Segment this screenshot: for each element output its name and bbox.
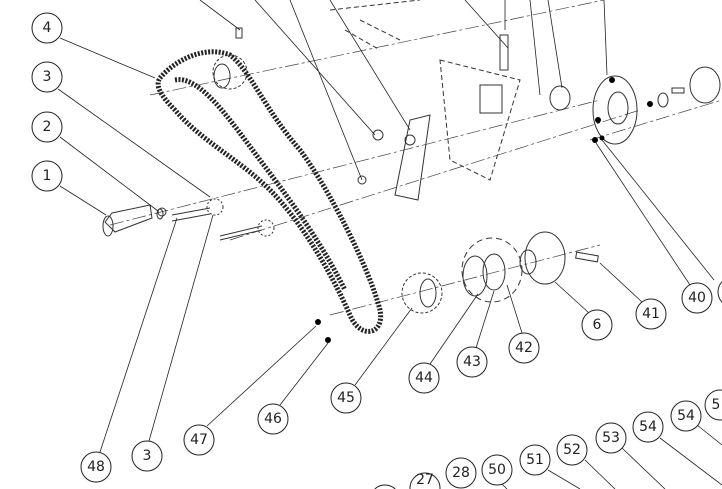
svg-text:40: 40 — [688, 290, 706, 306]
balloon-2: 2 — [31, 111, 63, 143]
svg-text:41: 41 — [642, 306, 660, 322]
sprocket-top — [212, 27, 248, 90]
svg-text:2: 2 — [43, 119, 52, 135]
balloon-partial-bottom — [374, 484, 396, 489]
svg-text:52: 52 — [563, 442, 581, 458]
balloon-51: 51 — [519, 444, 551, 476]
balloon-42: 42 — [508, 332, 540, 364]
balloon-4: 4 — [31, 12, 63, 44]
svg-text:6: 6 — [593, 317, 602, 333]
balloon-3: 3 — [31, 61, 63, 93]
balloon-48: 48 — [80, 451, 112, 483]
svg-text:3: 3 — [143, 448, 152, 464]
balloon-partial-right — [717, 281, 722, 303]
svg-text:54: 54 — [677, 408, 695, 424]
svg-text:54: 54 — [639, 419, 657, 435]
svg-text:3: 3 — [43, 69, 52, 85]
sprocket-large — [401, 272, 443, 314]
svg-text:4: 4 — [43, 20, 52, 36]
balloon-47: 47 — [183, 424, 215, 456]
balloon-partial-5x: 5 — [704, 389, 722, 421]
svg-text:48: 48 — [87, 459, 105, 475]
bracket-plate — [329, 0, 571, 201]
svg-text:47: 47 — [190, 432, 208, 448]
sprocket-small — [206, 198, 275, 237]
svg-text:45: 45 — [337, 390, 355, 406]
flange-plate — [592, 66, 721, 145]
svg-text:1: 1 — [43, 168, 52, 184]
shaft-part-1 — [102, 204, 263, 241]
balloon-40: 40 — [681, 282, 713, 314]
balloon-43: 43 — [456, 346, 488, 378]
balloon-54: 54 — [632, 411, 664, 443]
svg-text:28: 28 — [452, 465, 470, 481]
svg-text:44: 44 — [415, 370, 433, 386]
svg-text:27: 27 — [416, 472, 434, 488]
balloon-41: 41 — [635, 298, 667, 330]
balloon-45: 45 — [330, 382, 362, 414]
svg-text:51: 51 — [526, 452, 544, 468]
roller-chain-inner — [174, 77, 348, 292]
balloon-53: 53 — [595, 422, 627, 454]
center-lines — [109, 0, 722, 316]
balloon-27: 27 — [409, 472, 441, 489]
balloon-1: 1 — [31, 160, 63, 192]
svg-text:46: 46 — [264, 411, 282, 427]
small-parts — [157, 207, 331, 343]
balloon-54-second: 54 — [670, 400, 702, 432]
svg-text:43: 43 — [463, 354, 481, 370]
balloon-3-lower: 3 — [131, 440, 163, 472]
balloon-50: 50 — [481, 454, 513, 486]
svg-text:50: 50 — [488, 462, 506, 478]
balloon-28: 28 — [445, 457, 477, 489]
balloon-44: 44 — [408, 362, 440, 394]
balloon-52: 52 — [556, 434, 588, 466]
balloon-46: 46 — [257, 403, 289, 435]
svg-text:53: 53 — [602, 430, 620, 446]
clutch-assembly — [461, 231, 599, 303]
roller-chain — [155, 49, 384, 334]
svg-text:42: 42 — [515, 340, 533, 356]
leader-lines — [57, 0, 722, 489]
svg-text:5: 5 — [712, 397, 721, 413]
balloon-6: 6 — [581, 309, 613, 341]
